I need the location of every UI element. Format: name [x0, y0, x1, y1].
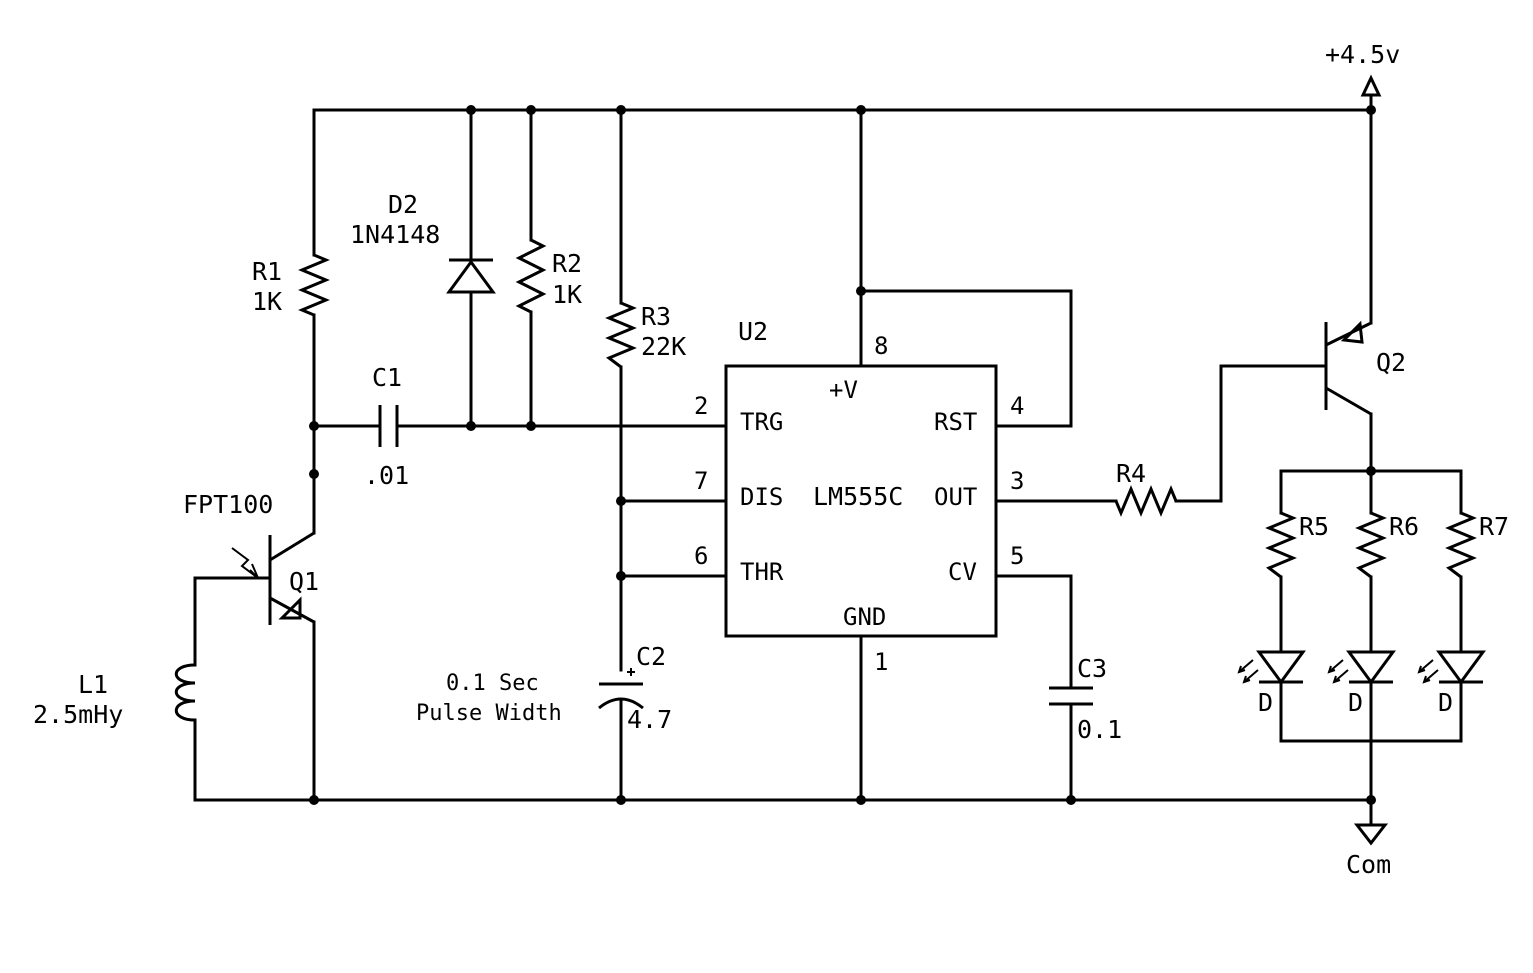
r4-resistor-symbol: [1114, 485, 1178, 517]
r1-resistor-symbol: [298, 253, 330, 317]
l1-ref-label: L1: [78, 670, 108, 699]
pin7-number: 7: [694, 467, 708, 495]
pin1-number: 1: [874, 648, 888, 676]
r3-resistor-symbol: [605, 301, 637, 369]
q1-phototransistor-symbol: [231, 531, 315, 625]
note-line-1: 0.1 Sec: [446, 671, 539, 696]
led-1-symbol: [1237, 650, 1306, 685]
pin5-number: 5: [1010, 542, 1024, 570]
led-2-symbol: [1327, 650, 1396, 685]
pin8-name: +V: [829, 376, 858, 404]
common-label: Com: [1346, 850, 1391, 879]
r5-ref-label: R5: [1299, 512, 1329, 541]
ic-part-label: LM555C: [813, 482, 903, 511]
c2-value-label: 4.7: [627, 705, 672, 734]
c1-ref-label: C1: [372, 363, 402, 392]
pin4-name: RST: [934, 408, 977, 436]
pin2-number: 2: [694, 392, 708, 420]
c1-value-label: .01: [364, 461, 409, 490]
r7-resistor-symbol: [1445, 511, 1477, 579]
led-3-symbol: [1417, 650, 1486, 685]
pin4-number: 4: [1010, 392, 1024, 420]
q1-part-label: FPT100: [183, 490, 273, 519]
r3-value-label: 22K: [641, 332, 686, 361]
led-1-label: D: [1258, 688, 1273, 717]
r1-value-label: 1K: [252, 287, 282, 316]
ic-ref-label: U2: [738, 317, 768, 346]
led-2-label: D: [1348, 688, 1363, 717]
l1-inductor-symbol: [174, 663, 196, 722]
r4-ref-label: R4: [1116, 459, 1146, 488]
q1-ref-label: Q1: [289, 567, 319, 596]
r1-ref-label: R1: [252, 257, 282, 286]
c2-ref-label: C2: [636, 642, 666, 671]
d2-ref-label: D2: [388, 190, 418, 219]
r3-ref-label: R3: [641, 302, 671, 331]
r6-ref-label: R6: [1389, 512, 1419, 541]
supply-arrow-icon: [1360, 74, 1382, 97]
pin6-name: THR: [740, 558, 784, 586]
pin3-number: 3: [1010, 467, 1024, 495]
pin3-name: OUT: [934, 483, 977, 511]
r6-resistor-symbol: [1355, 511, 1387, 579]
l1-value-label: 2.5mHy: [33, 700, 123, 729]
supply-label: +4.5v: [1325, 40, 1400, 69]
pin2-name: TRG: [740, 408, 783, 436]
c2-capacitor-symbol: [598, 668, 644, 710]
r2-ref-label: R2: [552, 249, 582, 278]
led-3-label: D: [1438, 688, 1453, 717]
pin5-name: CV: [948, 558, 977, 586]
ic-u2-body: [724, 364, 998, 638]
d2-part-label: 1N4148: [350, 220, 440, 249]
c1-capacitor-symbol: [378, 405, 399, 447]
pin8-number: 8: [874, 332, 888, 360]
note-line-2: Pulse Width: [416, 701, 562, 726]
pin1-name: GND: [843, 603, 886, 631]
q2-ref-label: Q2: [1376, 348, 1406, 377]
pin7-name: DIS: [740, 483, 783, 511]
ground-symbol-icon: [1353, 823, 1389, 846]
c3-value-label: 0.1: [1077, 715, 1122, 744]
c3-capacitor-symbol: [1049, 686, 1093, 706]
r2-value-label: 1K: [552, 280, 582, 309]
r2-resistor-symbol: [515, 238, 547, 314]
r5-resistor-symbol: [1265, 511, 1297, 579]
pin6-number: 6: [694, 542, 708, 570]
d2-diode-symbol: [446, 258, 496, 294]
q2-transistor-symbol: [1324, 320, 1372, 416]
junctions: [309, 105, 1376, 805]
c3-ref-label: C3: [1077, 654, 1107, 683]
r7-ref-label: R7: [1479, 512, 1509, 541]
